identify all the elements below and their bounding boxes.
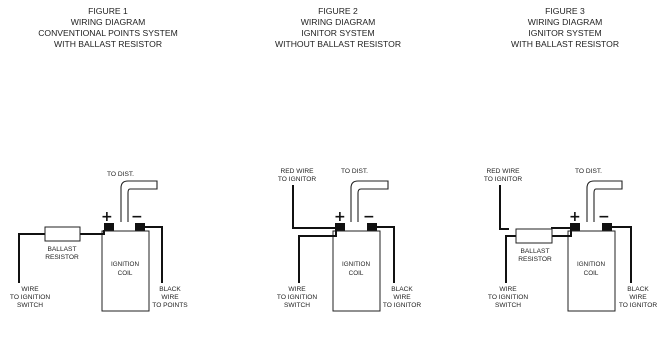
- figure-3-coil-label-line-1: IGNITION: [577, 261, 605, 268]
- figure-2-title-line-4: WITHOUT BALLAST RESISTOR: [275, 39, 401, 49]
- figure-1-title-line-2: WIRING DIAGRAM: [71, 17, 145, 27]
- figure-3-red-wire-label-line-2: TO IGNITOR: [484, 176, 522, 183]
- figure-2-title-line-2: WIRING DIAGRAM: [301, 17, 375, 27]
- figure-3-ballast-to-coil-wire: [551, 230, 572, 237]
- figure-3-red-wire-label-line-1: RED WIRE: [487, 168, 521, 175]
- figure-3-plus-sign: +: [569, 209, 581, 225]
- figure-1-black-label-line-3: TO POINTS: [152, 302, 188, 309]
- figure-1-title-line-1: FIGURE 1: [88, 6, 128, 16]
- figure-1-black-label-line-2: WIRE: [161, 294, 179, 301]
- figure-2-red-wire: [292, 185, 337, 229]
- figure-2-coil-label-line-2: COIL: [349, 270, 364, 277]
- figure-1-ignition-coil: [101, 230, 150, 312]
- figure-3-black-label-line-1: BLACK: [627, 286, 649, 293]
- figure-1-switch-label-line-1: WIRE: [21, 286, 39, 293]
- figure-3-ballast-label-line-1: BALLAST: [521, 248, 550, 255]
- figure-1-ballast-to-coil-wire: [79, 230, 105, 235]
- figure-2-positive-terminal: [335, 223, 345, 231]
- figure-1-title-line-4: WITH BALLAST RESISTOR: [54, 39, 162, 49]
- figure-2-red-wire-label-line-1: RED WIRE: [281, 168, 315, 175]
- figure-2-switch-label-line-3: SWITCH: [284, 302, 310, 309]
- figure-1-ballast-resistor: [44, 226, 81, 242]
- figure-1-black-label-line-1: BLACK: [159, 286, 181, 293]
- figure-3-ballast-label-line-2: RESISTOR: [518, 256, 552, 263]
- figure-3-to-dist-label: TO DIST.: [575, 168, 602, 175]
- figure-1-black-wire: [144, 226, 163, 283]
- figure-2-black-label-line-3: TO IGNITOR: [383, 302, 421, 309]
- figure-3-switch-wire: [505, 235, 517, 283]
- figure-2-title-line-1: FIGURE 2: [318, 6, 358, 16]
- figure-1-title-line-3: CONVENTIONAL POINTS SYSTEM: [38, 28, 178, 38]
- figure-3: FIGURE 3 WIRING DIAGRAM IGNITOR SYSTEM W…: [484, 6, 657, 312]
- figure-2-red-wire-label-line-2: TO IGNITOR: [278, 176, 316, 183]
- figure-3-title-line-2: WIRING DIAGRAM: [528, 17, 602, 27]
- figure-2-title-line-3: IGNITOR SYSTEM: [301, 28, 374, 38]
- figure-3-black-label-line-2: WIRE: [629, 294, 647, 301]
- figure-1-minus-sign: −: [131, 209, 143, 225]
- figure-2-to-dist-label: TO DIST.: [341, 168, 368, 175]
- figure-2-black-wire: [376, 226, 395, 283]
- figure-3-black-label-line-3: TO IGNITOR: [619, 302, 657, 309]
- figure-1-negative-terminal: [135, 223, 145, 231]
- figure-1-distributor-lead: [120, 180, 158, 222]
- figure-3-black-wire: [611, 226, 632, 283]
- figure-2-plus-sign: +: [334, 209, 346, 225]
- figure-3-ballast-resistor: [515, 228, 553, 244]
- figure-3-positive-terminal: [570, 223, 580, 231]
- figure-2-black-label-line-2: WIRE: [393, 294, 411, 301]
- figure-3-title-line-1: FIGURE 3: [545, 6, 585, 16]
- figure-1-positive-terminal: [104, 223, 114, 231]
- figure-3-title-line-4: WITH BALLAST RESISTOR: [511, 39, 619, 49]
- figure-3-minus-sign: −: [598, 209, 610, 225]
- figure-1: FIGURE 1 WIRING DIAGRAM CONVENTIONAL POI…: [10, 6, 188, 312]
- figure-2: FIGURE 2 WIRING DIAGRAM IGNITOR SYSTEM W…: [275, 6, 421, 312]
- figure-2-black-label-line-1: BLACK: [391, 286, 413, 293]
- figure-3-title-line-3: IGNITOR SYSTEM: [528, 28, 601, 38]
- figure-2-minus-sign: −: [363, 209, 375, 225]
- figure-1-coil-label-line-1: IGNITION: [111, 261, 139, 268]
- figure-3-distributor-lead: [586, 180, 623, 222]
- figure-2-switch-label-line-1: WIRE: [288, 286, 306, 293]
- figure-3-ignition-coil: [567, 230, 616, 312]
- figure-2-negative-terminal: [367, 223, 377, 231]
- figure-1-switch-label-line-2: TO IGNITION: [10, 294, 50, 301]
- figure-2-coil-label-line-1: IGNITION: [342, 261, 370, 268]
- figure-2-switch-label-line-2: TO IGNITION: [277, 294, 317, 301]
- figure-3-coil-label-line-2: COIL: [584, 270, 599, 277]
- figure-3-negative-terminal: [602, 223, 612, 231]
- figure-1-switch-label-line-3: SWITCH: [17, 302, 43, 309]
- figure-3-switch-label-line-2: TO IGNITION: [488, 294, 528, 301]
- figure-1-to-dist-label: TO DIST.: [107, 171, 134, 178]
- figure-2-switch-wire: [298, 230, 337, 283]
- figure-2-ignition-coil: [332, 230, 381, 312]
- figure-1-ballast-label-line-1: BALLAST: [48, 246, 77, 253]
- figure-3-switch-label-line-1: WIRE: [499, 286, 517, 293]
- figure-1-switch-wire: [18, 233, 46, 283]
- figure-3-switch-label-line-3: SWITCH: [495, 302, 521, 309]
- figure-3-red-wire: [499, 185, 509, 230]
- figure-1-ballast-label-line-2: RESISTOR: [45, 254, 79, 261]
- figure-1-coil-label-line-2: COIL: [118, 270, 133, 277]
- figure-1-plus-sign: +: [101, 209, 113, 225]
- figure-2-distributor-lead: [350, 180, 389, 222]
